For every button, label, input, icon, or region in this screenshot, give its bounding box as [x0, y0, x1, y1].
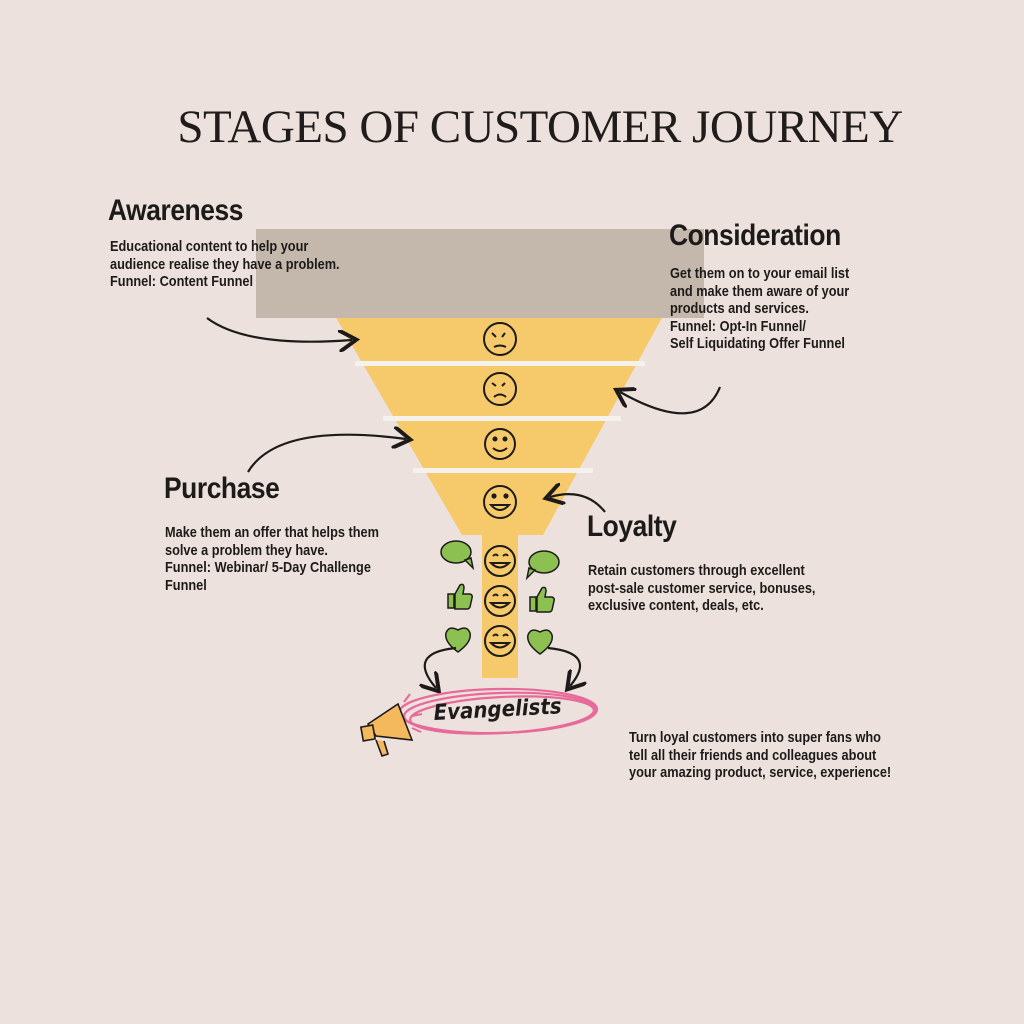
text-line: audience realise they have a problem. [110, 255, 340, 273]
overlay-box [256, 229, 704, 318]
consideration-description: Get them on to your email list and make … [670, 265, 849, 353]
speech-bubble-icon [525, 550, 560, 581]
text-line: post-sale customer service, bonuses, [588, 579, 816, 597]
text-line: your amazing product, service, experienc… [629, 764, 892, 781]
arrow-icon [206, 317, 352, 342]
awareness-heading: Awareness [108, 194, 243, 227]
text-line: exclusive content, deals, etc. [588, 597, 764, 614]
heart-icon [445, 627, 471, 653]
grinning-face-icon [484, 545, 516, 577]
text-line: and make them aware of your [670, 282, 850, 300]
loyalty-description: Retain customers through excellent post-… [588, 562, 815, 615]
text-line: Funnel: Content Funnel [110, 273, 254, 290]
text-line: tell all their friends and colleagues ab… [629, 746, 877, 764]
text-line: Self Liquidating Offer Funnel [670, 335, 845, 352]
thumbs-up-icon [447, 583, 473, 610]
text-line: Retain customers through excellent [588, 562, 805, 579]
speech-bubble-icon [440, 540, 475, 571]
grinning-face-icon [484, 585, 516, 617]
confused-face-icon [483, 322, 517, 356]
page-title: STAGES OF CUSTOMER JOURNEY [177, 101, 903, 153]
purchase-heading: Purchase [164, 472, 280, 505]
funnel-body [335, 316, 663, 535]
arrow-icon [620, 386, 722, 415]
awareness-description: Educational content to help your audienc… [110, 238, 340, 291]
purchase-description: Make them an offer that helps them solve… [165, 524, 379, 594]
funnel-divider [355, 361, 645, 366]
text-line: products and services. [670, 300, 809, 317]
arrow-icon [547, 646, 580, 686]
consideration-heading: Consideration [669, 219, 841, 252]
heart-icon [527, 629, 553, 655]
thumbs-up-icon [529, 586, 555, 613]
text-line: Educational content to help your [110, 238, 309, 255]
grinning-face-icon [484, 625, 516, 657]
text-line: Make them an offer that helps them [165, 524, 379, 541]
text-line: Funnel [165, 576, 207, 594]
evangelists-description: Turn loyal customers into super fans who… [629, 729, 891, 782]
funnel-divider [383, 416, 621, 421]
smiling-face-icon [484, 428, 516, 460]
loyalty-heading: Loyalty [587, 510, 677, 543]
text-line: Funnel: Opt-In Funnel/ [670, 317, 806, 335]
arrow-icon [425, 646, 457, 688]
arrow-icon [550, 494, 606, 513]
text-line: solve a problem they have. [165, 541, 328, 559]
funnel-divider [413, 468, 593, 473]
megaphone-icon [359, 693, 423, 758]
grinning-face-icon [483, 485, 517, 519]
arrow-icon [247, 435, 406, 473]
text-line: Turn loyal customers into super fans who [629, 729, 881, 746]
text-line: Funnel: Webinar/ 5-Day Challenge [165, 559, 371, 576]
text-line: Get them on to your email list [670, 265, 850, 282]
frowning-face-icon [483, 372, 517, 406]
